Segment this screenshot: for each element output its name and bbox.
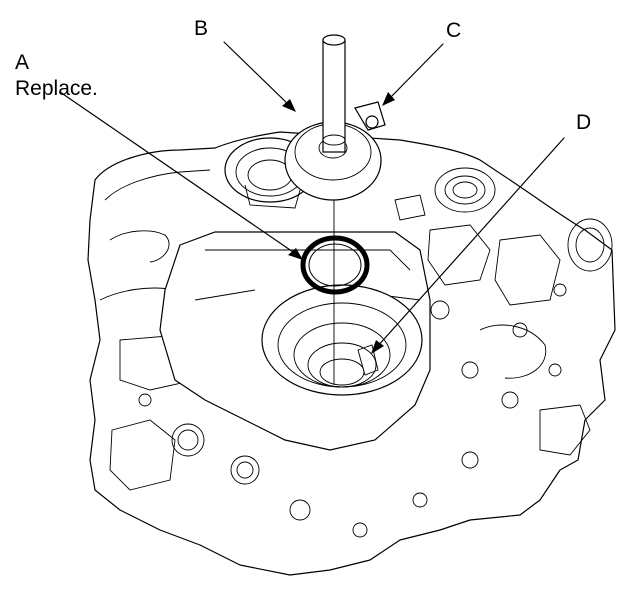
callout-b-letter: B [194,17,209,40]
leader-a [59,91,297,255]
callout-a-note: Replace. [15,77,98,100]
callout-c-letter: C [446,19,462,42]
callout-d-letter: D [576,111,592,134]
housing-outline [87,131,616,576]
leader-d [376,137,565,348]
callout-a-letter: A [15,51,30,74]
leader-b [223,41,291,107]
o-ring-a [300,235,370,295]
accumulator-piston-b [284,34,386,201]
bore [261,284,423,396]
bore-notch [357,344,379,376]
leader-c [387,43,444,101]
right-side-features [394,167,613,456]
